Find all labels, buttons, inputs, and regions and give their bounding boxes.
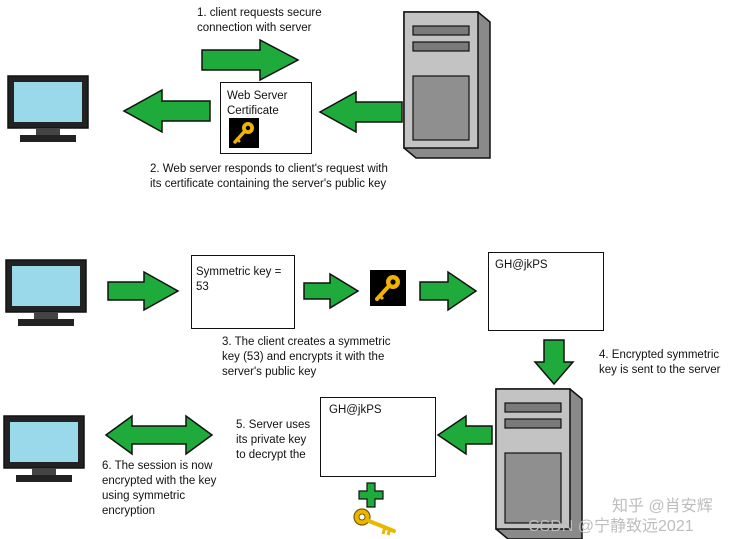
encrypted-key-box: GH@jkPS <box>488 252 604 331</box>
symmetric-key-label: Symmetric key = 53 <box>196 266 282 293</box>
arrow-left-icon <box>318 90 403 134</box>
arrow-right-icon <box>419 270 478 312</box>
key-icon <box>370 270 406 306</box>
watermark-zhihu: 知乎 @肖安辉 <box>612 498 713 515</box>
plus-icon <box>358 482 384 508</box>
monitor-icon <box>3 415 85 482</box>
double-arrow-icon <box>104 414 214 456</box>
key-icon <box>229 118 259 148</box>
certificate-box: Web Server Certificate <box>220 82 312 154</box>
arrow-left-icon <box>436 414 493 456</box>
monitor-icon <box>7 75 89 142</box>
watermark-csdn: CSDN @宁静致远2021 <box>528 518 694 535</box>
step3-text: 3. The client creates a symmetric key (5… <box>222 336 391 378</box>
step5-text: 5. Server uses its private key to decryp… <box>236 419 311 461</box>
encrypted-key-box: GH@jkPS <box>320 397 436 477</box>
server-icon <box>495 388 583 539</box>
step6-text: 6. The session is now encrypted with the… <box>102 460 217 517</box>
step4-text: 4. Encrypted symmetric key is sent to th… <box>599 349 721 376</box>
encrypted-key-label: GH@jkPS <box>495 259 548 271</box>
monitor-icon <box>5 259 87 326</box>
step2-text: 2. Web server responds to client's reque… <box>150 163 388 190</box>
private-key-icon <box>353 508 396 536</box>
arrow-right-icon <box>107 270 180 312</box>
encrypted-key-label: GH@jkPS <box>329 404 382 416</box>
certificate-label: Web Server Certificate <box>227 90 288 117</box>
server-icon <box>403 11 491 159</box>
arrow-right-icon <box>303 272 360 310</box>
arrow-down-icon <box>533 339 575 386</box>
step1-text: 1. client requests secure connection wit… <box>197 7 322 34</box>
arrow-left-icon <box>122 88 211 134</box>
symmetric-key-box: Symmetric key = 53 <box>191 255 295 329</box>
arrow-right-icon <box>201 38 300 82</box>
